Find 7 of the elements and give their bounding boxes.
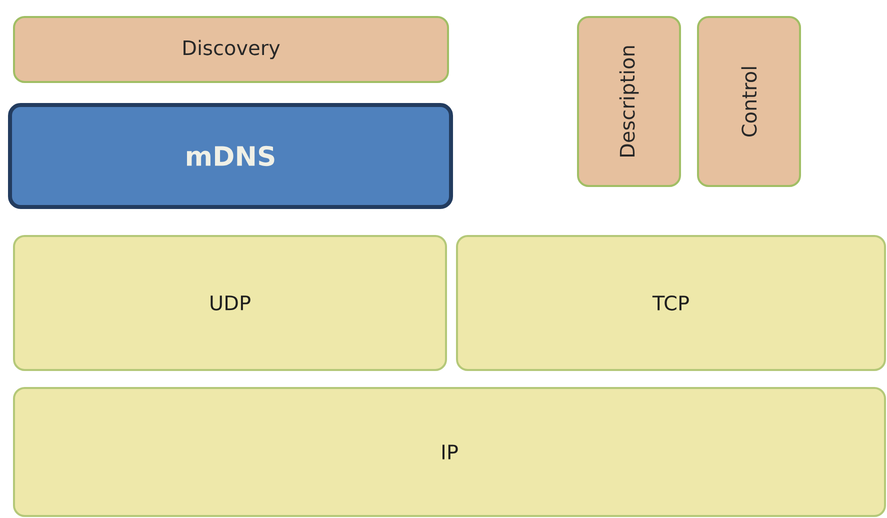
layer-box: TCP xyxy=(456,235,886,371)
layer-box: Control xyxy=(697,16,801,187)
layer-box: Description xyxy=(577,16,681,187)
protocol-box: mDNS xyxy=(8,103,453,209)
layer-box: UDP xyxy=(13,235,447,371)
layer-box: IP xyxy=(13,387,886,517)
layer-box: Discovery xyxy=(13,16,449,83)
